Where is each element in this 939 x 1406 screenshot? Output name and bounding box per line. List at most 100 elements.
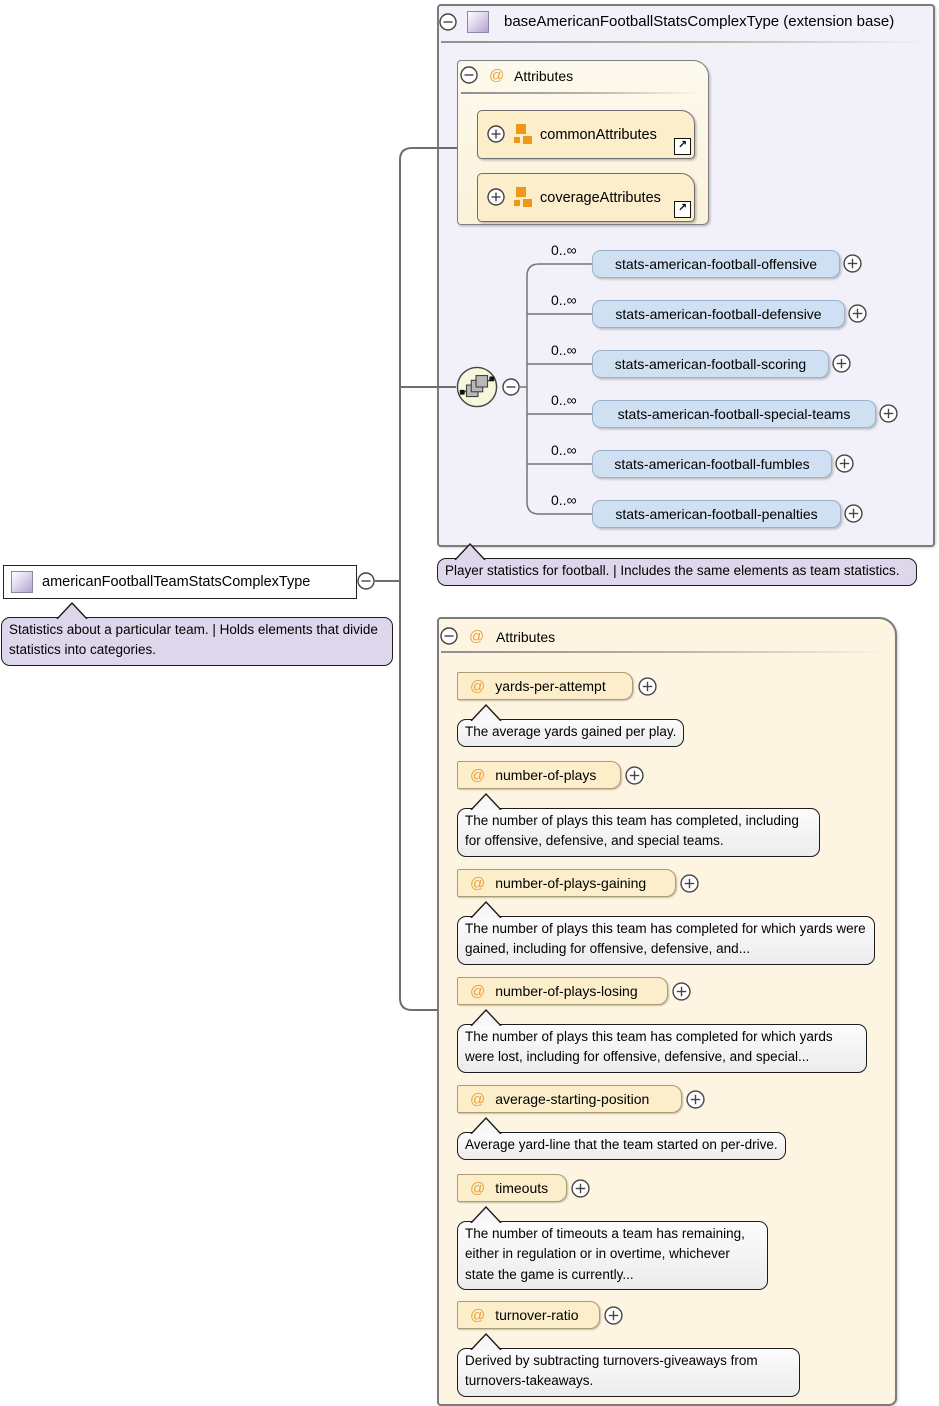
attribute-icon: @: [470, 982, 486, 1000]
attribute-label: average-starting-position: [495, 1091, 650, 1107]
doc-text: The average yards gained per play.: [465, 724, 677, 739]
occurrence-label: 0..∞: [551, 292, 577, 308]
attribute-doc: The number of plays this team has comple…: [457, 901, 875, 965]
doc-text: The number of plays this team has comple…: [465, 921, 866, 957]
expand-icon[interactable]: [604, 1306, 623, 1325]
complex-type-icon: [11, 571, 33, 593]
attribute-doc: The number of timeouts a team has remain…: [457, 1206, 768, 1290]
attribute-doc: The number of plays this team has comple…: [457, 793, 820, 857]
attribute-doc: Derived by subtracting turnovers-giveawa…: [457, 1333, 800, 1397]
attribute-number-of-plays-losing[interactable]: @ number-of-plays-losing: [457, 977, 668, 1005]
callout-pointer: [470, 1117, 502, 1134]
attribute-label: number-of-plays: [495, 767, 597, 783]
doc-text: Player statistics for football. | Includ…: [445, 563, 900, 578]
attribute-label: yards-per-attempt: [495, 678, 606, 694]
collapse-icon[interactable]: [460, 66, 478, 84]
base-type-title: baseAmericanFootballStatsComplexType (ex…: [504, 13, 895, 30]
occurrence-label: 0..∞: [551, 442, 577, 458]
attribute-timeouts[interactable]: @ timeouts: [457, 1174, 567, 1202]
collapse-icon[interactable]: [502, 378, 520, 396]
expand-icon[interactable]: [672, 982, 691, 1001]
collapse-icon[interactable]: [440, 627, 458, 645]
element-stats-american-football-penalties[interactable]: stats-american-football-penalties: [592, 500, 841, 528]
doc-text: Average yard-line that the team started …: [465, 1137, 778, 1152]
attribute-label: turnover-ratio: [495, 1307, 579, 1323]
expand-icon[interactable]: [832, 354, 851, 373]
callout-pointer: [470, 793, 502, 810]
expand-icon[interactable]: [848, 304, 867, 323]
attribute-icon: @: [470, 1179, 486, 1197]
attribute-icon: @: [470, 1090, 486, 1108]
divider: [461, 92, 699, 94]
link-icon[interactable]: ↗: [674, 201, 691, 218]
doc-text: The number of plays this team has comple…: [465, 1029, 833, 1065]
divider: [441, 651, 887, 653]
callout-pointer: [470, 704, 502, 721]
expand-icon[interactable]: [625, 766, 644, 785]
attribute-doc: The average yards gained per play.: [457, 704, 685, 748]
callout-pointer: [470, 1206, 502, 1223]
occurrence-label: 0..∞: [551, 392, 577, 408]
attribute-group-icon: [514, 124, 532, 144]
complex-type-icon: [467, 11, 489, 33]
attribute-label: number-of-plays-gaining: [495, 875, 647, 891]
callout-pointer: [470, 1009, 502, 1026]
divider: [441, 41, 927, 43]
expand-icon[interactable]: [487, 188, 505, 206]
attribute-yards-per-attempt[interactable]: @ yards-per-attempt: [457, 672, 633, 700]
attribute-number-of-plays-gaining[interactable]: @ number-of-plays-gaining: [457, 869, 676, 897]
element-stats-american-football-scoring[interactable]: stats-american-football-scoring: [592, 350, 829, 378]
attribute-doc: Average yard-line that the team started …: [457, 1117, 786, 1161]
expand-icon[interactable]: [686, 1090, 705, 1109]
callout-pointer: [470, 901, 502, 918]
attribute-doc: The number of plays this team has comple…: [457, 1009, 867, 1073]
element-stats-american-football-defensive[interactable]: stats-american-football-defensive: [592, 300, 845, 328]
expand-icon[interactable]: [638, 677, 657, 696]
doc-text: Derived by subtracting turnovers-giveawa…: [465, 1353, 758, 1389]
attribute-icon: @: [469, 628, 485, 645]
attribute-label: number-of-plays-losing: [495, 983, 638, 999]
expand-icon[interactable]: [843, 254, 862, 273]
collapse-icon[interactable]: [439, 13, 457, 31]
attribute-icon: @: [470, 874, 486, 892]
attribute-group-icon: [514, 187, 532, 207]
expand-icon[interactable]: [487, 125, 505, 143]
attribute-turnover-ratio[interactable]: @ turnover-ratio: [457, 1301, 600, 1329]
attribute-group-commonAttributes[interactable]: commonAttributes ↗: [477, 110, 695, 159]
expand-icon[interactable]: [835, 454, 854, 473]
doc-text: The number of plays this team has comple…: [465, 813, 799, 849]
left-type-doc: Statistics about a particular team. | Ho…: [1, 602, 393, 666]
occurrence-label: 0..∞: [551, 492, 577, 508]
attributes-section-title: Attributes: [496, 629, 556, 645]
attribute-icon: @: [470, 1306, 486, 1324]
element-stats-american-football-offensive[interactable]: stats-american-football-offensive: [592, 250, 840, 278]
collapse-icon[interactable]: [357, 572, 375, 590]
attribute-label: timeouts: [495, 1180, 549, 1196]
element-stats-american-football-special-teams[interactable]: stats-american-football-special-teams: [592, 400, 876, 428]
attribute-icon: @: [470, 677, 486, 695]
link-icon[interactable]: ↗: [674, 138, 691, 155]
attribute-group-label: commonAttributes: [540, 126, 657, 143]
expand-icon[interactable]: [571, 1179, 590, 1198]
attribute-icon: @: [489, 67, 505, 84]
expand-icon[interactable]: [680, 874, 699, 893]
base-attributes-title: Attributes: [514, 68, 574, 84]
callout-pointer: [56, 602, 88, 619]
expand-icon[interactable]: [844, 504, 863, 523]
attribute-number-of-plays[interactable]: @ number-of-plays: [457, 761, 621, 789]
doc-text: The number of timeouts a team has remain…: [465, 1226, 745, 1282]
attribute-group-coverageAttributes[interactable]: coverageAttributes ↗: [477, 173, 695, 222]
left-type-title: americanFootballTeamStatsComplexType: [42, 574, 311, 590]
attribute-average-starting-position[interactable]: @ average-starting-position: [457, 1085, 682, 1113]
callout-pointer: [454, 543, 486, 560]
occurrence-label: 0..∞: [551, 342, 577, 358]
left-type-box[interactable]: americanFootballTeamStatsComplexType: [3, 565, 357, 599]
base-type-doc: Player statistics for football. | Includ…: [437, 543, 917, 587]
element-stats-american-football-fumbles[interactable]: stats-american-football-fumbles: [592, 450, 832, 478]
sequence-icon[interactable]: [456, 366, 498, 413]
doc-text: Statistics about a particular team. | Ho…: [9, 622, 378, 658]
attribute-group-label: coverageAttributes: [540, 189, 661, 206]
attribute-icon: @: [470, 766, 486, 784]
expand-icon[interactable]: [879, 404, 898, 423]
